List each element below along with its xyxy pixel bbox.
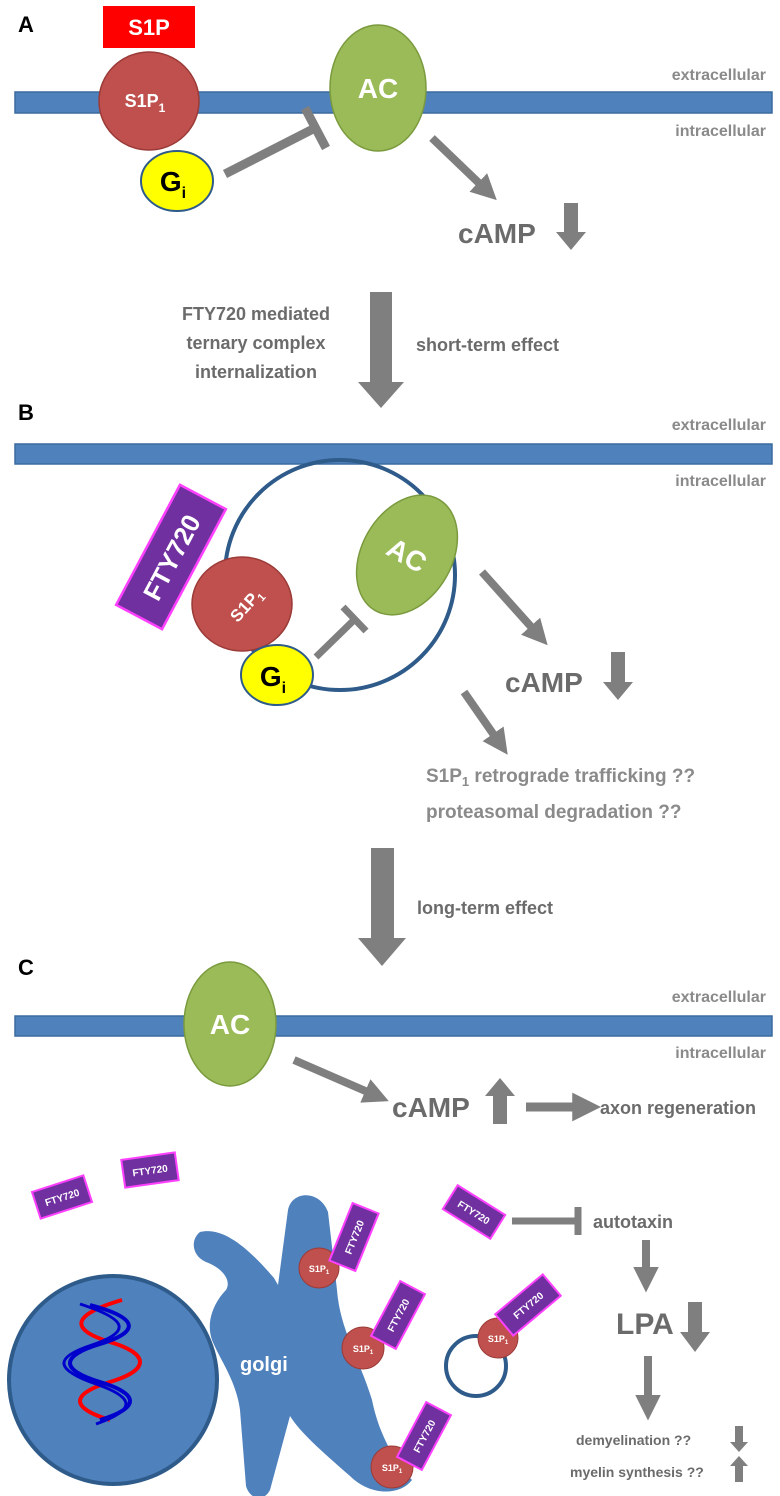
camp-label: cAMP <box>458 218 536 249</box>
adenylyl-cyclase <box>329 24 427 152</box>
intracellular-label: intracellular <box>675 473 766 490</box>
myelin-increase-arrow <box>730 1456 748 1482</box>
panel-c: C extracellular intracellular AC cAMP ax… <box>7 955 773 1496</box>
svg-text:S1P1: S1P1 <box>353 1344 374 1356</box>
s1p1-receptor <box>98 51 200 151</box>
panel-b-label: B <box>18 400 34 425</box>
camp-decrease-arrow <box>603 652 633 700</box>
plasma-membrane <box>14 1015 773 1037</box>
axon-regeneration-label: axon regeneration <box>600 1098 756 1118</box>
gi-protein <box>240 644 314 706</box>
panel-c-label: C <box>18 955 34 980</box>
svg-text:FTY720: FTY720 <box>132 1164 169 1180</box>
dna-helix-icon <box>62 1298 142 1426</box>
autotaxin-label: autotaxin <box>593 1212 673 1232</box>
s1p-ligand <box>103 6 195 48</box>
fty720-bound: FTY720 <box>493 1272 563 1338</box>
fty720-free: FTY720 <box>441 1183 507 1241</box>
camp-label: cAMP <box>392 1092 470 1123</box>
fty720-bound: FTY720 <box>369 1279 427 1351</box>
fty720-free: FTY720 <box>30 1174 94 1220</box>
camp-label: cAMP <box>505 667 583 698</box>
camp-production-arrow <box>429 135 497 201</box>
internalization-text-line2: ternary complex <box>186 333 325 353</box>
autotaxin-inhibition <box>512 1207 582 1235</box>
receptor-fate-arrow <box>460 689 508 755</box>
adenylyl-cyclase-label: AC <box>358 73 398 104</box>
panel-a: A extracellular intracellular S1P S1P1 G… <box>14 6 773 250</box>
s1p1-receptor-label: S1P1 <box>125 91 166 115</box>
camp-decrease-arrow <box>556 203 586 250</box>
demyelination-decrease-arrow <box>730 1426 748 1452</box>
fty720-bound: FTY720 <box>395 1400 453 1472</box>
plasma-membrane <box>14 443 773 465</box>
camp-production-arrow <box>292 1056 389 1103</box>
long-term-label: long-term effect <box>417 898 553 918</box>
svg-text:S1P1: S1P1 <box>488 1334 509 1346</box>
short-term-arrow <box>358 292 404 408</box>
myelin-synthesis-label: myelin synthesis ?? <box>570 1464 704 1480</box>
lpa-label: LPA <box>616 1308 674 1341</box>
panel-a-label: A <box>18 12 34 37</box>
camp-increase-arrow <box>485 1078 515 1124</box>
golgi-label: golgi <box>240 1354 288 1376</box>
short-term-label: short-term effect <box>416 335 559 355</box>
transition-long-term: long-term effect <box>358 848 553 966</box>
transport-vesicle <box>444 1334 508 1398</box>
gi-protein-label: Gi <box>260 661 286 697</box>
fty720-free: FTY720 <box>120 1151 180 1189</box>
camp-production-arrow <box>479 569 548 646</box>
golgi-apparatus <box>193 1195 412 1496</box>
extracellular-label: extracellular <box>672 989 766 1006</box>
fty720-bound: FTY720 <box>328 1201 380 1273</box>
adenylyl-cyclase <box>183 961 277 1087</box>
gi-protein-label: Gi <box>160 166 186 202</box>
gi-protein <box>140 150 214 212</box>
extracellular-label: extracellular <box>672 67 766 84</box>
lpa-decrease-arrow <box>680 1302 710 1352</box>
svg-text:S1P1: S1P1 <box>382 1463 403 1475</box>
s1p-ligand-label: S1P <box>128 15 170 40</box>
retrograde-trafficking-text: S1P1 retrograde trafficking ?? <box>426 766 695 789</box>
inhibition-arrow <box>313 604 369 660</box>
s1p1-receptor <box>191 556 293 652</box>
adenylyl-cyclase-label: AC <box>210 1009 250 1040</box>
proteasomal-degradation-text: proteasomal degradation ?? <box>426 802 681 823</box>
intracellular-label: intracellular <box>675 1045 766 1062</box>
inhibition-arrow <box>222 105 330 179</box>
panel-b: B extracellular intracellular FTY720 S1P… <box>14 400 773 823</box>
extracellular-label: extracellular <box>672 417 766 434</box>
internalization-text-line3: internalization <box>195 362 317 382</box>
adenylyl-cyclase <box>355 494 459 616</box>
transition-short-term: FTY720 mediated ternary complex internal… <box>182 292 559 408</box>
long-term-arrow <box>358 848 406 966</box>
s1p1-receptor <box>298 1247 340 1289</box>
intracellular-label: intracellular <box>675 123 766 140</box>
svg-text:S1P1: S1P1 <box>309 1264 330 1276</box>
demyelination-label: demyelination ?? <box>576 1432 691 1448</box>
internalization-text-line1: FTY720 mediated <box>182 304 330 324</box>
